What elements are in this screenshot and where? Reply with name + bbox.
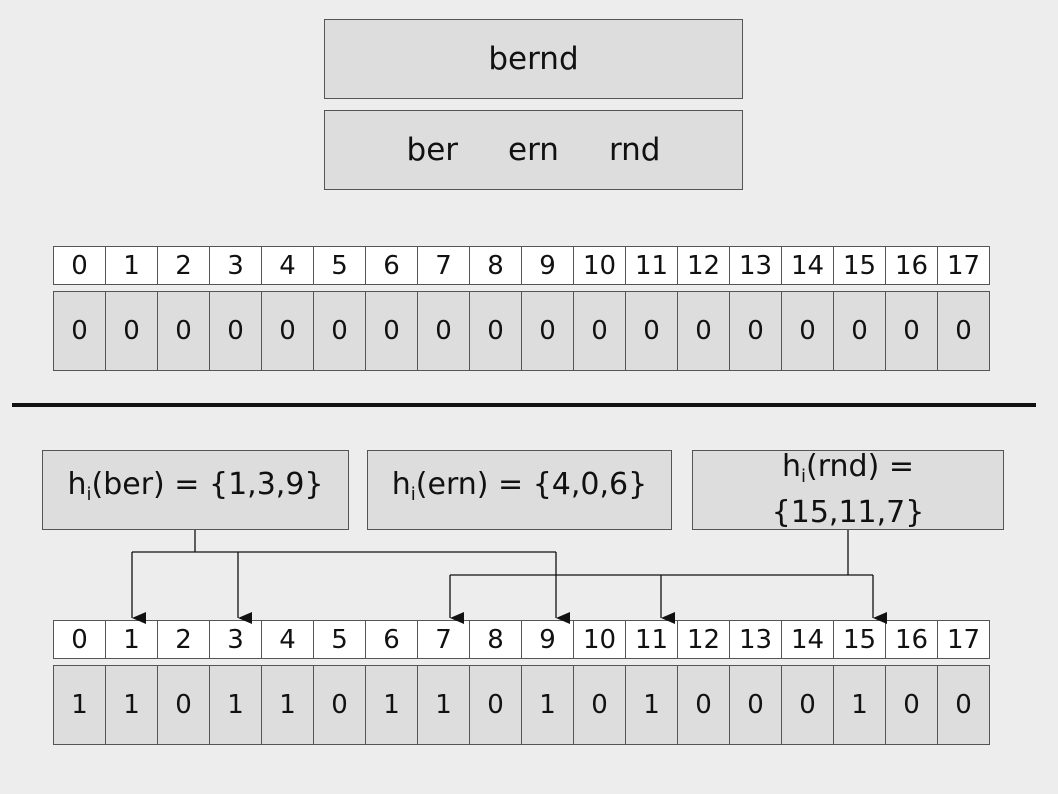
bottom-index-cell-17: 17 xyxy=(937,620,990,659)
bottom-index-cell-7: 7 xyxy=(417,620,470,659)
arrows-rnd xyxy=(449,530,887,624)
bottom-bit-cell-2: 0 xyxy=(157,665,210,745)
bottom-bit-cell-12: 0 xyxy=(677,665,730,745)
divider xyxy=(12,403,1036,407)
top-index-cell-3: 3 xyxy=(209,246,262,285)
hash-arg: (ern) = xyxy=(415,467,524,502)
hash-sub: i xyxy=(410,484,416,505)
top-index-cell-16: 16 xyxy=(885,246,938,285)
hash-sub: i xyxy=(801,466,807,487)
hash-set: {1,3,9} xyxy=(208,467,324,502)
top-bit-cell-16: 0 xyxy=(885,291,938,371)
top-index-cell-8: 8 xyxy=(469,246,522,285)
bottom-index-cell-1: 1 xyxy=(105,620,158,659)
bottom-bit-cell-7: 1 xyxy=(417,665,470,745)
bottom-bit-cell-0: 1 xyxy=(53,665,106,745)
hash-box-ber: hi(ber) = {1,3,9} xyxy=(42,450,349,530)
bottom-bit-cell-3: 1 xyxy=(209,665,262,745)
top-bit-cell-2: 0 xyxy=(157,291,210,371)
bottom-bit-cell-17: 0 xyxy=(937,665,990,745)
bottom-bit-cell-10: 0 xyxy=(573,665,626,745)
bottom-index-cell-16: 16 xyxy=(885,620,938,659)
bottom-bit-cell-1: 1 xyxy=(105,665,158,745)
top-bit-cell-15: 0 xyxy=(833,291,886,371)
hash-sub: i xyxy=(86,484,92,505)
bottom-index-cell-13: 13 xyxy=(729,620,782,659)
bottom-index-cell-2: 2 xyxy=(157,620,210,659)
top-index-cell-12: 12 xyxy=(677,246,730,285)
word-text: bernd xyxy=(488,41,579,77)
top-index-cell-17: 17 xyxy=(937,246,990,285)
top-index-cell-2: 2 xyxy=(157,246,210,285)
bottom-index-cell-11: 11 xyxy=(625,620,678,659)
bottom-bit-cell-15: 1 xyxy=(833,665,886,745)
hash-arg: (rnd) = xyxy=(806,449,914,484)
word-box: bernd xyxy=(324,19,743,99)
bottom-bit-cell-11: 1 xyxy=(625,665,678,745)
top-index-cell-4: 4 xyxy=(261,246,314,285)
hash-fn: h xyxy=(391,467,411,502)
top-index-cell-11: 11 xyxy=(625,246,678,285)
top-bit-cell-11: 0 xyxy=(625,291,678,371)
top-index-cell-7: 7 xyxy=(417,246,470,285)
top-bit-cell-14: 0 xyxy=(781,291,834,371)
top-bit-cell-1: 0 xyxy=(105,291,158,371)
hash-box-rnd: hi(rnd) = {15,11,7} xyxy=(692,449,1004,530)
hash-fn: h xyxy=(67,467,87,502)
bottom-index-cell-9: 9 xyxy=(521,620,574,659)
top-bit-cell-6: 0 xyxy=(365,291,418,371)
bottom-index-cell-10: 10 xyxy=(573,620,626,659)
top-bit-cell-10: 0 xyxy=(573,291,626,371)
bottom-index-cell-8: 8 xyxy=(469,620,522,659)
trigram-box: ber ern rnd xyxy=(324,110,743,190)
top-index-cell-13: 13 xyxy=(729,246,782,285)
bottom-index-cell-15: 15 xyxy=(833,620,886,659)
bottom-index-cell-12: 12 xyxy=(677,620,730,659)
bottom-bit-cell-14: 0 xyxy=(781,665,834,745)
top-index-cell-14: 14 xyxy=(781,246,834,285)
bottom-bit-cell-8: 0 xyxy=(469,665,522,745)
top-index-cell-0: 0 xyxy=(53,246,106,285)
top-bit-cell-13: 0 xyxy=(729,291,782,371)
trigram-ber: ber xyxy=(406,132,459,168)
bottom-index-cell-6: 6 xyxy=(365,620,418,659)
trigram-rnd: rnd xyxy=(608,132,661,168)
bottom-index-cell-14: 14 xyxy=(781,620,834,659)
top-index-cell-15: 15 xyxy=(833,246,886,285)
bottom-bit-cell-13: 0 xyxy=(729,665,782,745)
top-bit-cell-7: 0 xyxy=(417,291,470,371)
hash-set: {4,0,6} xyxy=(532,467,648,502)
hash-set: {15,11,7} xyxy=(771,495,925,530)
trigram-ern: ern xyxy=(508,132,559,168)
bottom-index-cell-3: 3 xyxy=(209,620,262,659)
bottom-index-cell-0: 0 xyxy=(53,620,106,659)
bottom-bit-cell-16: 0 xyxy=(885,665,938,745)
top-bit-cell-0: 0 xyxy=(53,291,106,371)
hash-arg: (ber) = xyxy=(91,467,200,502)
hash-box-ern: hi(ern) = {4,0,6} xyxy=(367,450,672,530)
top-bit-cell-4: 0 xyxy=(261,291,314,371)
top-bit-cell-17: 0 xyxy=(937,291,990,371)
top-index-cell-5: 5 xyxy=(313,246,366,285)
top-index-cell-9: 9 xyxy=(521,246,574,285)
hash-fn: h xyxy=(782,449,802,484)
arrows-ber xyxy=(131,530,570,624)
